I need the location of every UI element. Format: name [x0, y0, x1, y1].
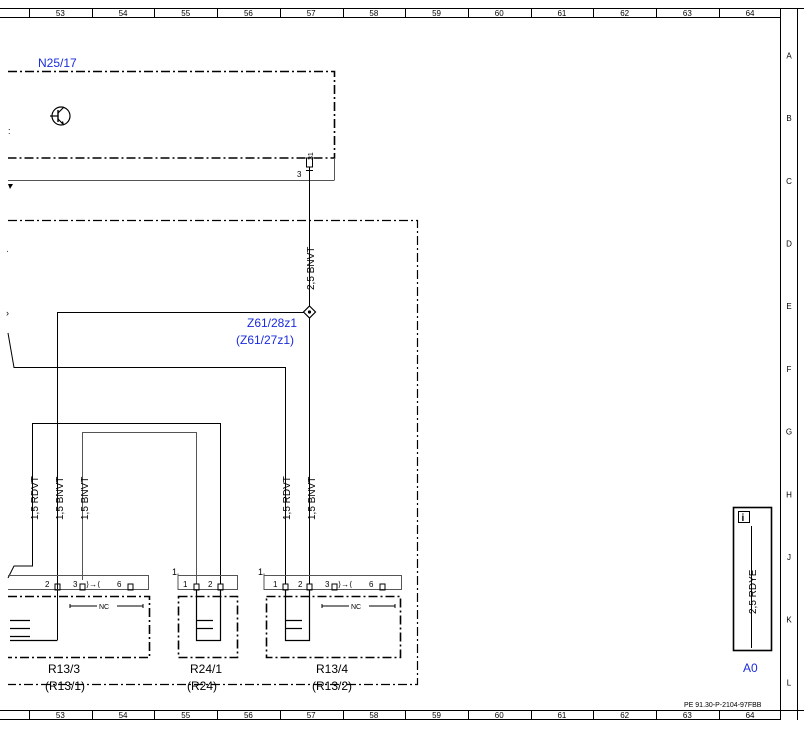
column-label-62: 62	[620, 9, 629, 18]
column-label-55: 55	[181, 711, 190, 720]
row-label-F: F	[787, 365, 792, 374]
n25-17-label: N25/17	[38, 56, 77, 70]
column-labels-bottom: 53 54 55 56 57 58 59 60 61 62 63 64	[56, 711, 755, 720]
wire-label-right-rdvt: 1,5 RDVT	[282, 476, 293, 520]
column-label-56: 56	[244, 9, 253, 18]
r24-1-component: 1 1 2 R24/1 (R24)	[172, 567, 239, 693]
column-label-53: 53	[56, 9, 65, 18]
harness-enclosure	[8, 219, 419, 686]
column-label-57: 57	[307, 711, 316, 720]
splice-alt-label: (Z61/27z1)	[236, 333, 294, 347]
splice-label: Z61/28z1	[247, 316, 297, 330]
wire-label-right-bnvt: 1,5 BNVT	[307, 477, 318, 520]
heater-element-icon	[195, 590, 222, 642]
column-label-56: 56	[244, 711, 253, 720]
r13-3-pin-2: 2	[45, 580, 50, 589]
r13-4-pin-2: 2	[298, 580, 303, 589]
r13-3-pin-6: 6	[117, 580, 122, 589]
column-label-53: 53	[56, 711, 65, 720]
column-label-63: 63	[683, 9, 692, 18]
r13-4-ref-1: 1	[258, 567, 263, 577]
column-label-61: 61	[557, 711, 566, 720]
r13-3-label: R13/3	[48, 662, 80, 676]
wire-label-2-5-bnvt: 2,5 BNVT	[306, 247, 317, 290]
r13-3-component: 2 3 ⟩→⟨ 6 NC R13/3 (R13/1)	[8, 575, 151, 693]
svg-text:›: ›	[6, 308, 9, 318]
splice-node-z61-28z1	[302, 305, 317, 319]
r13-4-pin-6: 6	[369, 580, 374, 589]
column-label-59: 59	[432, 711, 441, 720]
wire-labels: 2,5 BNVT 1,5 RDVT 1,5 BNVT 1,5 BNVT 1,5 …	[30, 247, 318, 520]
row-label-L: L	[787, 678, 792, 687]
r24-1-ref-1: 1	[172, 567, 177, 577]
wiring	[7, 170, 752, 648]
row-labels: A B C D E F G H J K L	[786, 51, 792, 687]
drawing-frame	[0, 8, 804, 720]
column-label-64: 64	[746, 9, 755, 18]
heater-element-icon	[284, 590, 311, 642]
svg-text:ͺ: ͺ	[6, 242, 9, 252]
switch-symbol-icon: ⟩→⟨	[86, 580, 100, 589]
column-dividers	[29, 8, 720, 720]
column-label-60: 60	[495, 9, 504, 18]
column-label-60: 60	[495, 711, 504, 720]
column-label-64: 64	[746, 711, 755, 720]
wire-label-2-5-rdye: 2,5 RDYE	[748, 569, 759, 614]
column-label-55: 55	[181, 9, 190, 18]
row-label-H: H	[786, 490, 792, 499]
row-label-A: A	[786, 51, 792, 60]
column-label-61: 61	[557, 9, 566, 18]
row-label-E: E	[786, 302, 791, 311]
column-label-54: 54	[119, 9, 128, 18]
row-label-C: C	[786, 177, 792, 186]
document-id: PE 91.30-P-2104-97FBB	[684, 702, 762, 709]
info-icon: i	[742, 513, 745, 524]
r13-3-alt-label: (R13/1)	[45, 679, 85, 693]
r24-1-pin-1: 1	[183, 580, 188, 589]
r13-4-pin-1: 1	[273, 580, 278, 589]
row-label-K: K	[786, 616, 792, 625]
wire-label-left-bnvt-2: 1,5 BNVT	[80, 477, 91, 520]
n25-17-module: N25/17 : 31 3	[8, 56, 336, 189]
column-label-62: 62	[620, 711, 629, 720]
column-label-59: 59	[432, 9, 441, 18]
row-label-D: D	[786, 239, 792, 248]
wire-label-left-bnvt-1: 1,5 BNVT	[55, 477, 66, 520]
pin-31-label: 31	[308, 152, 315, 160]
r24-1-alt-label: (R24)	[187, 679, 217, 693]
r24-1-label: R24/1	[190, 662, 222, 676]
column-label-58: 58	[369, 711, 378, 720]
switch-symbol-icon: ⟩→⟨	[338, 580, 352, 589]
a0-reference-box: i 2,5 RDYE A0	[732, 506, 773, 675]
r13-4-label: R13/4	[316, 662, 348, 676]
r13-3-pin-3: 3	[73, 580, 78, 589]
column-label-54: 54	[119, 711, 128, 720]
column-label-63: 63	[683, 711, 692, 720]
column-label-57: 57	[307, 9, 316, 18]
r13-3-nc-label: NC	[99, 604, 109, 611]
r24-1-pin-2: 2	[208, 580, 213, 589]
column-label-58: 58	[369, 9, 378, 18]
heater-element-icon	[10, 619, 58, 642]
svg-text::: :	[8, 126, 11, 136]
r13-4-pin-3: 3	[325, 580, 330, 589]
row-label-B: B	[786, 114, 791, 123]
row-label-G: G	[786, 428, 792, 437]
wire-label-left-rdvt: 1,5 RDVT	[30, 476, 41, 520]
row-label-J: J	[787, 553, 791, 562]
column-labels-top: 53 54 55 56 57 58 59 60 61 62 63 64	[56, 9, 755, 18]
r13-4-nc-label: NC	[351, 604, 361, 611]
transistor-icon	[50, 106, 71, 126]
pin-3-label: 3	[297, 170, 302, 179]
r13-4-alt-label: (R13/2)	[312, 679, 352, 693]
a0-label: A0	[743, 661, 758, 675]
r13-4-component: 1 1 2 3 ⟩→⟨ 6 NC R13/4 (R13/2)	[258, 567, 402, 693]
